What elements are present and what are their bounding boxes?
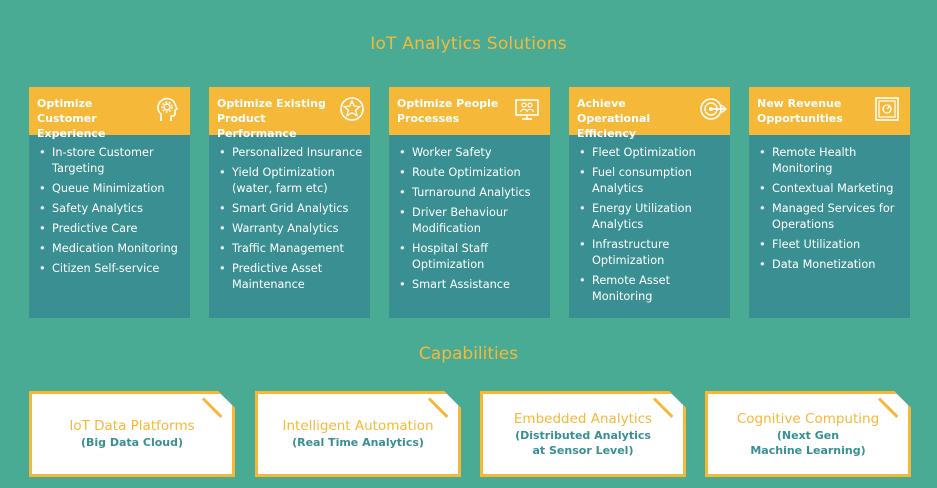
capability-name: Cognitive Computing bbox=[736, 410, 880, 427]
column-body: Fleet Optimization Fuel consumption Anal… bbox=[569, 135, 730, 318]
star-badge-icon bbox=[340, 97, 364, 121]
capability-subtitle: at Sensor Level) bbox=[532, 443, 634, 457]
capability-name: Embedded Analytics bbox=[513, 410, 653, 427]
head-gear-icon bbox=[157, 97, 179, 121]
column-header-line: Efficiency bbox=[577, 127, 637, 140]
list-item: Remote Asset Monitoring bbox=[577, 273, 726, 305]
column-header-line: Experience bbox=[37, 127, 106, 140]
capability-card: Embedded Analytics (Distributed Analytic… bbox=[480, 391, 686, 477]
column-body: Worker Safety Route Optimization Turnaro… bbox=[389, 135, 550, 318]
list-item: Yield Optimization (water, farm etc) bbox=[217, 165, 366, 197]
list-item: Managed Services for Operations bbox=[757, 201, 906, 233]
list-item: Predictive Asset Maintenance bbox=[217, 261, 366, 293]
column-header-line: New Revenue bbox=[757, 97, 842, 110]
column-header-line: Opportunities bbox=[757, 112, 843, 125]
safe-icon bbox=[875, 97, 899, 121]
column-header-line: Optimize Customer bbox=[37, 97, 97, 125]
column-header-line: Processes bbox=[397, 112, 460, 125]
list-item: Energy Utilization Analytics bbox=[577, 201, 726, 233]
list-item: Hospital Staff Optimization bbox=[397, 241, 546, 273]
column-header-line: Optimize People bbox=[397, 97, 499, 110]
list-item: Fuel consumption Analytics bbox=[577, 165, 726, 197]
list-item: Warranty Analytics bbox=[217, 221, 366, 237]
list-item: Driver Behaviour Modification bbox=[397, 205, 546, 237]
column-header-line: Optimize Existing bbox=[217, 97, 326, 110]
list-item: Smart Grid Analytics bbox=[217, 201, 366, 217]
list-item: Smart Assistance bbox=[397, 277, 546, 293]
list-item: Predictive Care bbox=[37, 221, 186, 237]
list-item: Traffic Management bbox=[217, 241, 366, 257]
capability-name: IoT Data Platforms bbox=[69, 418, 195, 434]
list-item: Contextual Marketing bbox=[757, 181, 906, 197]
list-item: Queue Minimization bbox=[37, 181, 186, 197]
list-item: Data Monetization bbox=[757, 257, 906, 273]
capability-subtitle: (Real Time Analytics) bbox=[292, 436, 424, 449]
column-header-line: Achieve Operational bbox=[577, 97, 651, 125]
target-arrow-icon bbox=[700, 98, 727, 120]
column-body: Personalized Insurance Yield Optimizatio… bbox=[209, 135, 370, 318]
capability-card: IoT Data Platforms (Big Data Cloud) bbox=[29, 391, 235, 477]
column-body: Remote Health Monitoring Contextual Mark… bbox=[749, 135, 910, 318]
capability-name: Intelligent Automation bbox=[282, 418, 434, 434]
capability-subtitle: Machine Learning) bbox=[750, 443, 866, 457]
column-header-line: Product Performance bbox=[217, 112, 297, 140]
people-monitor-icon bbox=[515, 99, 539, 120]
list-item: Remote Health Monitoring bbox=[757, 145, 906, 177]
list-item: In-store Customer Targeting bbox=[37, 145, 186, 177]
capability-subtitle: (Big Data Cloud) bbox=[80, 436, 184, 449]
capability-subtitle: (Next Gen bbox=[776, 428, 840, 442]
capability-subtitle: (Distributed Analytics bbox=[515, 428, 651, 442]
list-item: Fleet Utilization bbox=[757, 237, 906, 253]
capability-card: Intelligent Automation (Real Time Analyt… bbox=[255, 391, 461, 477]
list-item: Worker Safety bbox=[397, 145, 546, 161]
page-title: IoT Analytics Solutions bbox=[370, 34, 567, 54]
list-item: Fleet Optimization bbox=[577, 145, 726, 161]
list-item: Infrastructure Optimization bbox=[577, 237, 726, 269]
list-item: Route Optimization bbox=[397, 165, 546, 181]
capability-card: Cognitive Computing (Next Gen Machine Le… bbox=[705, 391, 911, 477]
capabilities-title: Capabilities bbox=[418, 344, 519, 364]
column-body: In-store Customer Targeting Queue Minimi… bbox=[29, 135, 190, 318]
list-item: Turnaround Analytics bbox=[397, 185, 546, 201]
list-item: Citizen Self-service bbox=[37, 261, 186, 277]
list-item: Safety Analytics bbox=[37, 201, 186, 217]
list-item: Personalized Insurance bbox=[217, 145, 366, 161]
list-item: Medication Monitoring bbox=[37, 241, 186, 257]
